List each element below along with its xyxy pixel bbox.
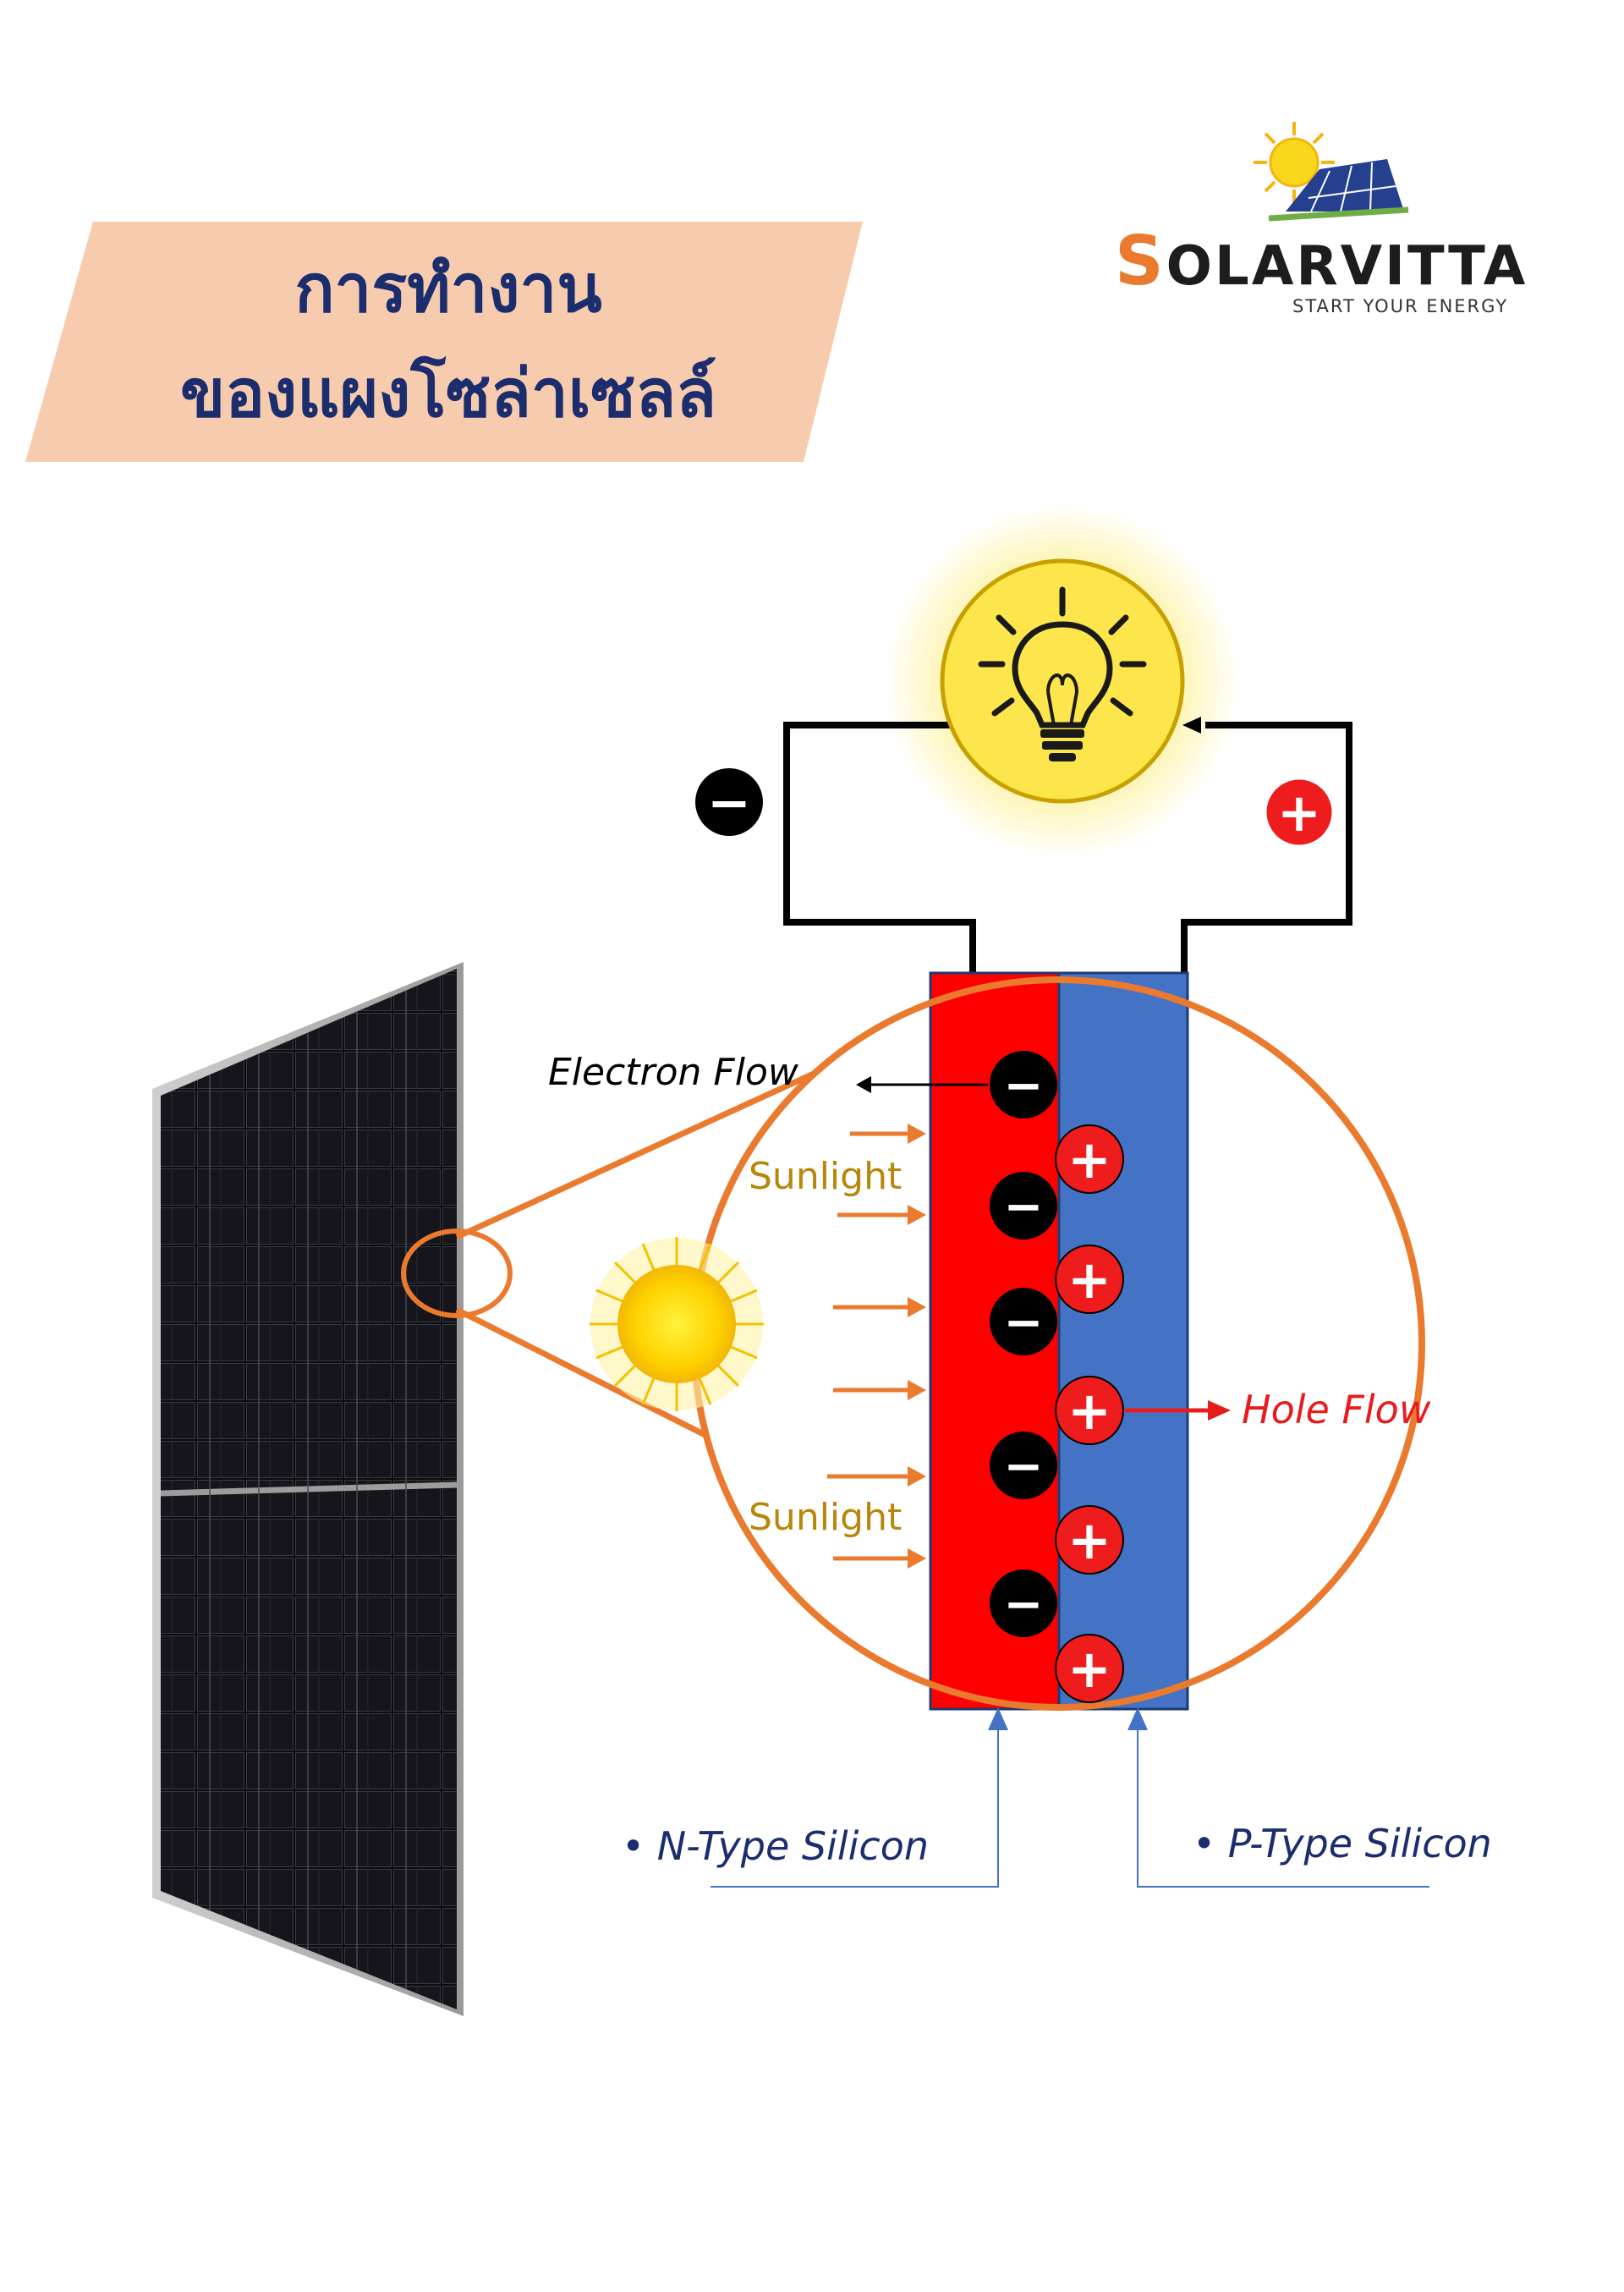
p-type-layer bbox=[1057, 971, 1189, 1711]
p-type-label: • P-Type Silicon bbox=[1193, 1821, 1492, 1866]
p-type-pointer bbox=[1137, 1726, 1429, 1888]
svg-text:+: + bbox=[1067, 1129, 1111, 1190]
electron-flow-label: Electron Flow bbox=[548, 1051, 799, 1094]
svg-text:−: − bbox=[1004, 1179, 1044, 1234]
logo-rest: OLARVITTA bbox=[1166, 235, 1528, 298]
positive-terminal-icon: + bbox=[1264, 777, 1335, 848]
hole: + bbox=[1055, 1124, 1124, 1194]
title-line-2: ของแผงโซล่าเซลล์ bbox=[180, 356, 716, 432]
title-line-1: การทำงาน bbox=[294, 251, 602, 327]
zoom-spot bbox=[401, 1228, 513, 1318]
svg-text:+: + bbox=[1067, 1380, 1111, 1442]
circuit-wire bbox=[783, 722, 1352, 981]
hole: + bbox=[1055, 1634, 1124, 1703]
sunlight-label-bottom: Sunlight bbox=[749, 1496, 902, 1539]
page-title: การทำงาน ของแผงโซล่าเซลล์ bbox=[51, 222, 846, 462]
sunlight-label-top: Sunlight bbox=[749, 1155, 902, 1198]
svg-text:−: − bbox=[1004, 1577, 1044, 1632]
hole: + bbox=[1055, 1505, 1124, 1575]
logo-wordmark: SOLARVITTA bbox=[1115, 222, 1528, 300]
holes: + + + + + bbox=[1055, 1124, 1124, 1703]
solar-panel-image bbox=[152, 962, 464, 2016]
hole-flow-label: Hole Flow bbox=[1242, 1387, 1431, 1432]
electron: − bbox=[990, 1288, 1057, 1355]
title-banner bbox=[25, 222, 863, 462]
negative-terminal-symbol: − bbox=[707, 772, 751, 833]
sunlight-arrows bbox=[827, 1131, 909, 1561]
hole: + bbox=[1055, 1245, 1124, 1314]
electron: − bbox=[990, 1051, 1057, 1119]
hole: + bbox=[1055, 1376, 1124, 1445]
sun-over-solar-panel-logo-icon bbox=[1254, 122, 1409, 222]
svg-text:+: + bbox=[1067, 1509, 1111, 1571]
svg-text:−: − bbox=[1004, 1439, 1044, 1494]
n-type-label: • N-Type Silicon bbox=[622, 1823, 929, 1869]
negative-terminal-icon: − bbox=[695, 768, 763, 836]
svg-text:+: + bbox=[1067, 1249, 1111, 1311]
n-type-pointer bbox=[710, 1726, 999, 1888]
logo-tagline: START YOUR ENERGY bbox=[1292, 296, 1509, 316]
logo-first-letter: S bbox=[1115, 222, 1166, 300]
electron: − bbox=[990, 1432, 1057, 1499]
electrons: − − − − − bbox=[990, 1051, 1057, 1637]
electron: − bbox=[990, 1172, 1057, 1239]
sun-icon bbox=[590, 1237, 764, 1411]
electron: − bbox=[990, 1569, 1057, 1637]
positive-terminal-symbol: + bbox=[1277, 782, 1321, 844]
light-bulb-icon bbox=[940, 558, 1185, 804]
svg-text:+: + bbox=[1067, 1638, 1111, 1700]
svg-text:−: − bbox=[1004, 1058, 1044, 1113]
svg-text:−: − bbox=[1004, 1295, 1044, 1350]
